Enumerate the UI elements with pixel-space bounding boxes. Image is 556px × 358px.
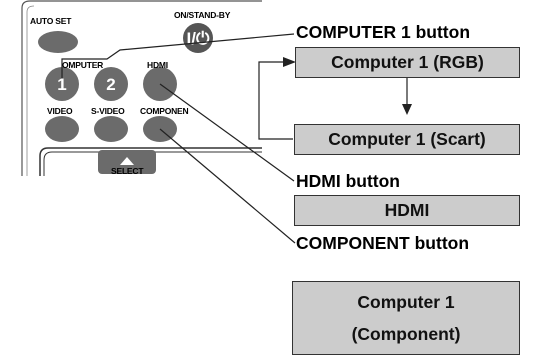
computer-2-button — [94, 67, 128, 101]
s-video-button — [94, 116, 128, 142]
component-leader — [159, 128, 296, 244]
component-label: COMPONEN — [140, 106, 189, 116]
select-label: SELECT — [111, 166, 144, 176]
cutoff-mask — [0, 176, 262, 358]
hdmi-button-callout: HDMI button — [296, 171, 400, 191]
standby-button — [183, 23, 213, 53]
video-label: VIDEO — [47, 106, 73, 116]
computer1-component-box: Computer 1 (Component) — [292, 281, 520, 355]
computer-1-button — [45, 67, 79, 101]
hdmi-label: HDMI — [147, 60, 168, 70]
power-icon: I/⏻ — [187, 29, 210, 48]
video-button — [45, 116, 79, 142]
loop-back-line — [258, 61, 293, 140]
hdmi-box: HDMI — [294, 195, 520, 226]
computer1-leader — [61, 33, 295, 82]
auto-set-label: AUTO SET — [30, 16, 72, 26]
remote-inner-outline — [26, 5, 35, 262]
select-panel — [39, 147, 262, 262]
computer1-scart-box: Computer 1 (Scart) — [294, 124, 520, 155]
down-arrow-head — [402, 104, 412, 115]
s-video-label: S-VIDEO — [91, 106, 125, 116]
computer-label: OMPUTER — [62, 60, 104, 70]
component-box-line1: Computer 1 — [357, 292, 455, 312]
computer-2-button-label[interactable]: 2 — [106, 75, 116, 94]
remote-outline — [21, 0, 262, 262]
auto-set-button — [38, 31, 78, 53]
component-button-callout: COMPONENT button — [296, 233, 470, 253]
standby-label: ON/STAND-BY — [174, 10, 231, 20]
up-arrow-icon — [120, 157, 134, 165]
hdmi-leader — [159, 83, 295, 182]
computer1-button-callout: COMPUTER 1 button — [296, 22, 471, 42]
computer-1-button-label[interactable]: 1 — [57, 75, 67, 94]
computer1-rgb-box: Computer 1 (RGB) — [295, 47, 520, 78]
loop-back-arrowhead — [283, 57, 296, 67]
select-panel-inner — [43, 151, 262, 262]
component-box-line2: (Component) — [351, 324, 461, 344]
